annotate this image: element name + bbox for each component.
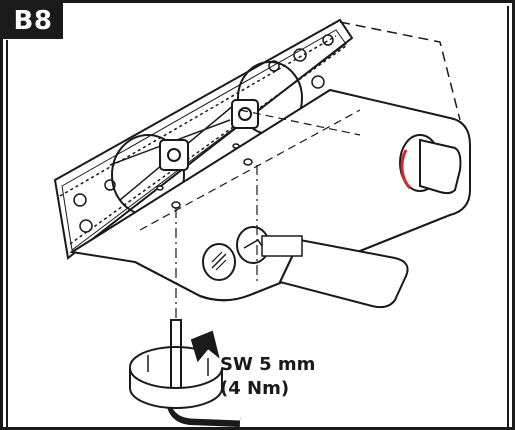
thermostat-body	[69, 21, 471, 302]
frame-holes	[73, 34, 334, 233]
torque-value-text: (4 Nm)	[220, 378, 290, 399]
shower-icon	[202, 243, 236, 281]
wrench-size-text: SW 5 mm	[220, 354, 316, 375]
temperature-knob	[399, 134, 462, 195]
screw-holes	[156, 143, 253, 209]
bath-spout-icon	[236, 226, 270, 264]
mounting-frame	[53, 18, 354, 260]
axis-lines	[175, 165, 258, 320]
step-badge: B8	[3, 3, 63, 39]
bath-spout	[261, 235, 409, 309]
arrow-rotate-icon	[128, 330, 223, 409]
torque-label: SW 5 mm (4 Nm)	[220, 353, 315, 401]
